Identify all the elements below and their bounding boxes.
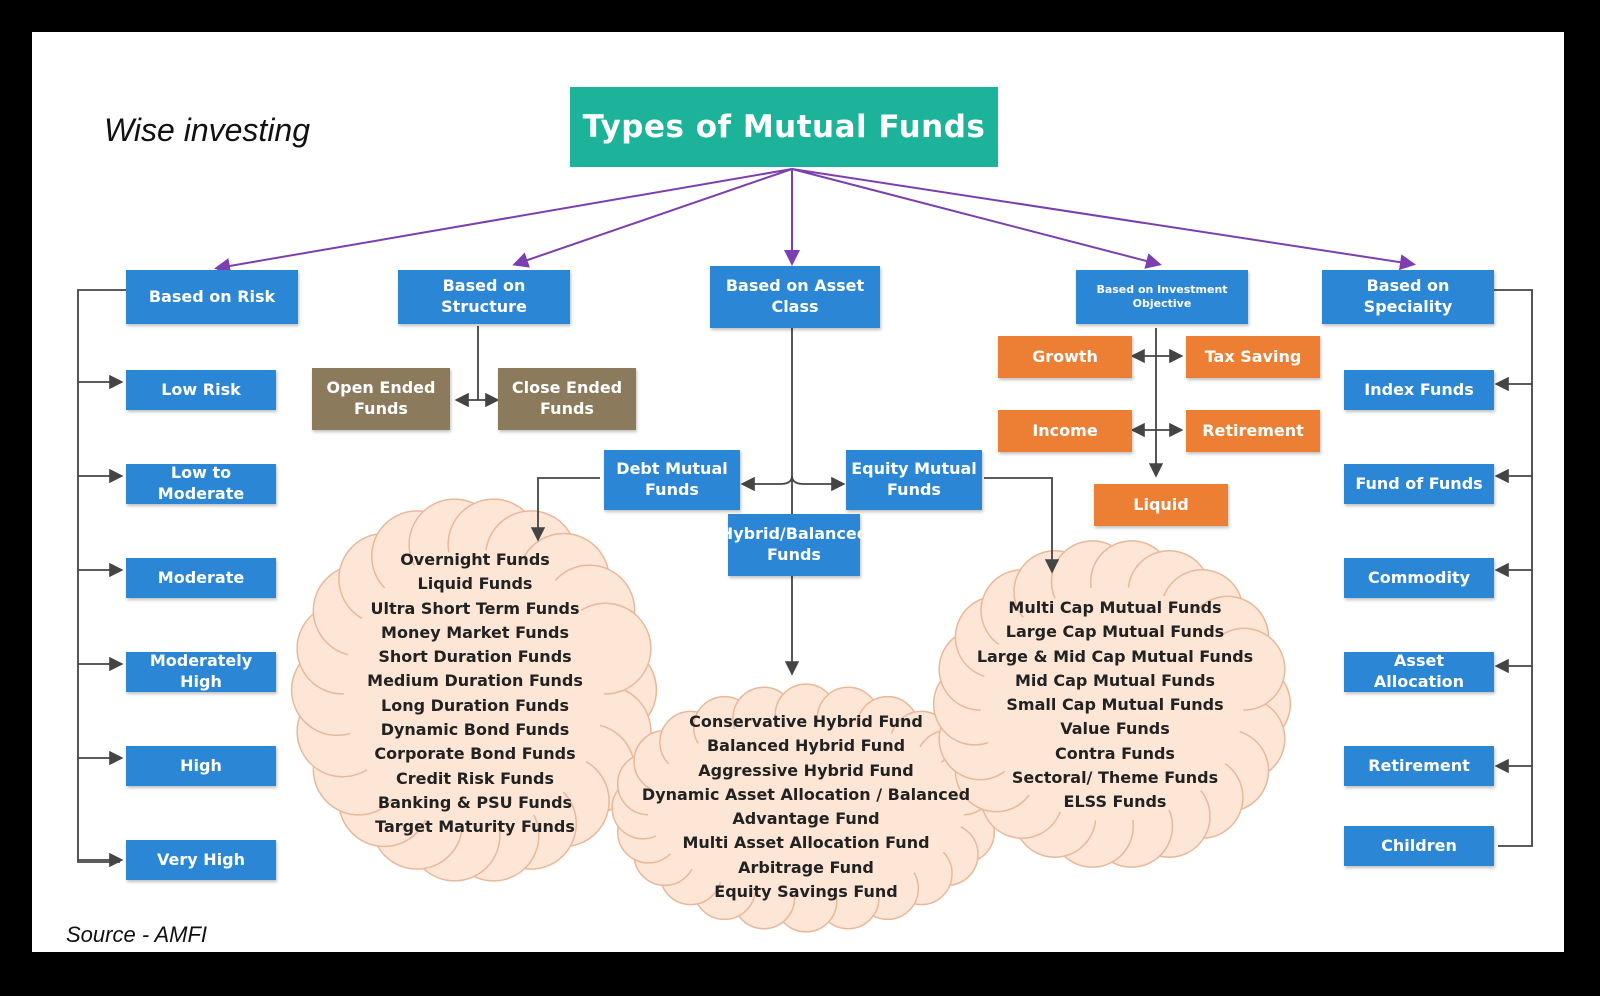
category-risk: Based on Risk (126, 270, 298, 324)
hybrid-fund-item: Multi Asset Allocation Fund (682, 833, 930, 853)
asset-equity: Equity Mutual Funds (846, 450, 982, 510)
asset-debt: Debt Mutual Funds (604, 450, 740, 510)
debt-fund-item: Money Market Funds (381, 622, 569, 642)
category-asset-class: Based on Asset Class (710, 266, 880, 328)
source-note: Source - AMFI (66, 922, 207, 947)
hybrid-fund-item: Arbitrage Fund (738, 857, 874, 877)
objective-tax-saving: Tax Saving (1186, 336, 1320, 378)
equity-fund-item: Sectoral/ Theme Funds (1011, 768, 1219, 788)
debt-cloud (290, 498, 658, 882)
hybrid-fund-item: Balanced Hybrid Fund (706, 736, 906, 756)
debt-fund-item: Long Duration Funds (381, 695, 569, 715)
risk-moderately-high: Moderately High (126, 651, 276, 692)
asset-hybrid: Hybrid/Balanced Funds (720, 514, 868, 576)
debt-fund-item: Ultra Short Term Funds (370, 598, 580, 618)
hybrid-cloud (611, 683, 1001, 933)
equity-fund-item: ELSS Funds (1063, 792, 1167, 812)
hybrid-fund-item: Conservative Hybrid Fund (689, 712, 923, 731)
category-structure: Based on Structure (398, 270, 570, 324)
debt-fund-item: Dynamic Bond Funds (380, 720, 570, 740)
arrow-to-speciality (791, 168, 1416, 271)
equity-fund-item: Large Cap Mutual Funds (1005, 622, 1225, 642)
arrow-to-structure (512, 168, 793, 268)
diagram-title: Types of Mutual Funds (570, 87, 998, 167)
category-objective: Based on Investment Objective (1076, 270, 1248, 324)
objective-retirement: Retirement (1186, 410, 1320, 452)
equity-cloud (932, 540, 1292, 868)
objective-growth: Growth (998, 336, 1132, 378)
equity-fund-item: Value Funds (1060, 719, 1170, 739)
debt-fund-item: Target Maturity Funds (375, 817, 575, 837)
debt-fund-item: Banking & PSU Funds (377, 792, 573, 812)
risk-low-to-moderate: Low to Moderate (126, 463, 276, 504)
debt-fund-item: Credit Risk Funds (395, 768, 555, 788)
category-speciality: Based on Speciality (1322, 270, 1494, 324)
risk-high: High (126, 746, 276, 786)
equity-fund-item: Large & Mid Cap Mutual Funds (976, 646, 1254, 666)
speciality-index-funds: Index Funds (1344, 370, 1494, 410)
debt-fund-item: Medium Duration Funds (367, 671, 583, 691)
arrow-to-risk (214, 168, 793, 274)
risk-moderate: Moderate (126, 558, 276, 598)
speciality-commodity: Commodity (1344, 558, 1494, 598)
speciality-children: Children (1344, 826, 1494, 866)
speciality-asset-allocation: Asset Allocation (1344, 651, 1494, 692)
equity-fund-item: Mid Cap Mutual Funds (1014, 670, 1216, 690)
debt-fund-item: Short Duration Funds (378, 647, 572, 667)
brand-label: Wise investing (104, 112, 311, 148)
objective-income: Income (998, 410, 1132, 452)
hybrid-fund-item: Dynamic Asset Allocation / Balanced (641, 784, 971, 804)
arrow-to-objective (791, 168, 1162, 269)
risk-low: Low Risk (126, 370, 276, 410)
structure-close-ended: Close Ended Funds (498, 368, 636, 430)
debt-fund-item: Overnight Funds (400, 550, 550, 569)
objective-liquid: Liquid (1094, 484, 1228, 526)
structure-open-ended: Open Ended Funds (312, 368, 450, 430)
speciality-fund-of-funds: Fund of Funds (1344, 464, 1494, 504)
equity-fund-item: Small Cap Mutual Funds (1006, 695, 1224, 715)
debt-fund-item: Corporate Bond Funds (374, 744, 576, 764)
equity-fund-item: Multi Cap Mutual Funds (1008, 598, 1222, 617)
equity-fund-item: Contra Funds (1055, 743, 1175, 763)
hybrid-fund-item: Equity Savings Fund (714, 882, 898, 902)
risk-very-high: Very High (126, 840, 276, 880)
speciality-retirement: Retirement (1344, 746, 1494, 786)
hybrid-fund-item: Aggressive Hybrid Fund (698, 760, 914, 780)
hybrid-fund-item: Advantage Fund (732, 809, 880, 829)
debt-fund-item: Liquid Funds (417, 574, 533, 594)
